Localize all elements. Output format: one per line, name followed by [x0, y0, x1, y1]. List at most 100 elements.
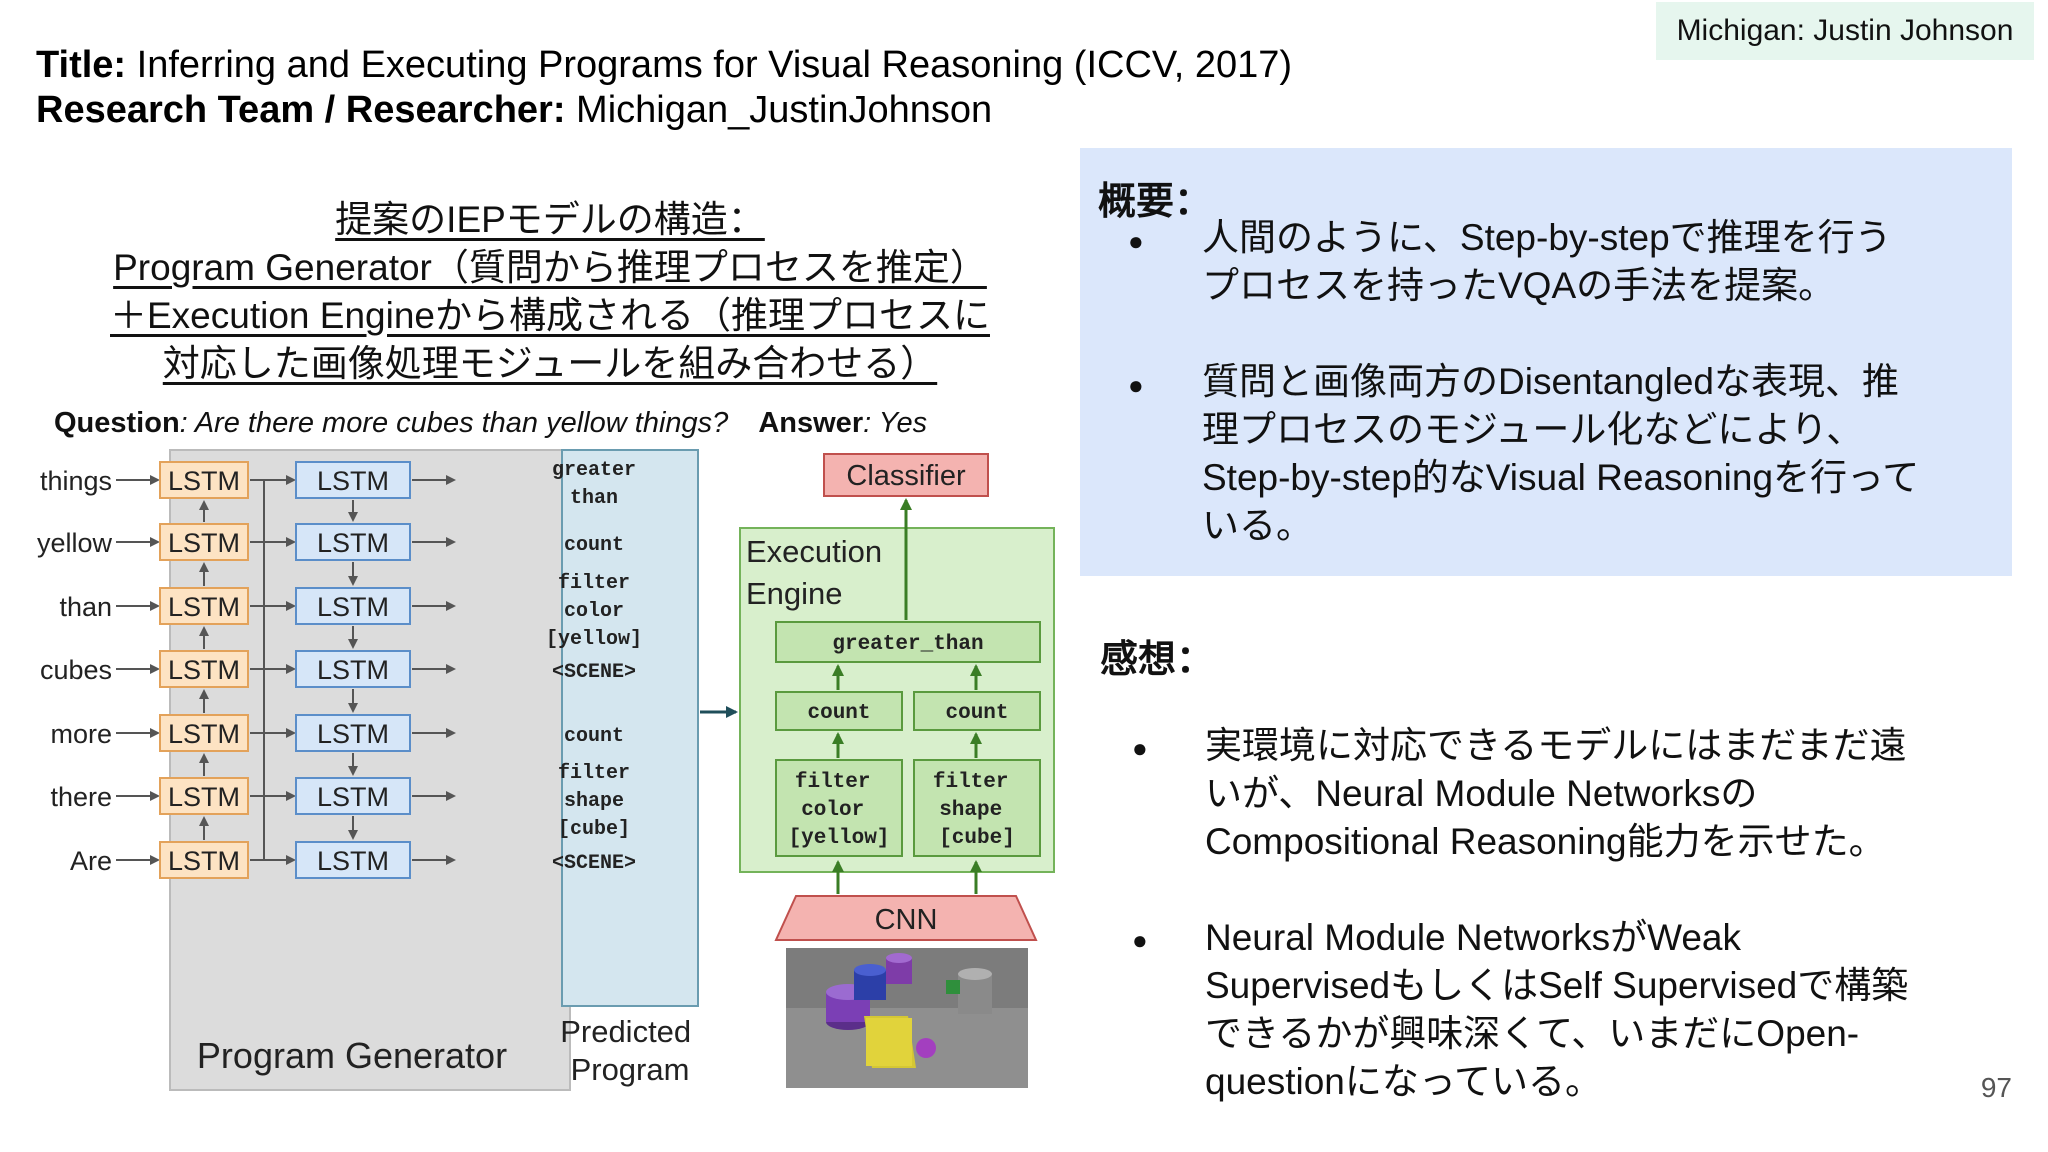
summary-title: 概要：	[1098, 181, 1213, 223]
filter-shape-module-label: filter shape [cube]	[933, 771, 1021, 850]
filter-color-line: color	[801, 799, 864, 822]
input-word: things	[40, 466, 112, 496]
count-module-right	[913, 691, 1041, 731]
execution-engine-line-2: Engine	[746, 576, 843, 611]
team-value: Michigan_JustinJohnson	[576, 89, 993, 131]
filter-shape-module	[913, 759, 1041, 857]
encoder-lstm-cell	[159, 777, 249, 815]
answer-text: : Yes	[863, 407, 927, 439]
caption-line: 対応した画像処理モジュールを組み合わせる）	[162, 343, 938, 384]
program-token: count	[564, 725, 624, 748]
program-token: <SCENE>	[552, 661, 636, 684]
predicted-program-line-2: Program	[571, 1052, 690, 1087]
encoder-lstm-label: LSTM	[168, 592, 240, 622]
title-label: Title:	[36, 44, 127, 86]
impressions-title: 感想：	[1100, 639, 1215, 681]
program-token: than	[570, 487, 618, 510]
decoder-lstm-cell	[295, 523, 411, 561]
filter-color-module-label: filter color [yellow]	[789, 771, 890, 850]
author-tag: Michigan: Justin Johnson	[1656, 2, 2034, 60]
count-module-left	[775, 691, 903, 731]
decoder-lstm-cell	[295, 650, 411, 688]
bullet-dot: ●	[1132, 925, 1148, 955]
execution-engine-label: Execution Engine	[746, 534, 891, 611]
team-line: Research Team / Researcher: Michigan_Jus…	[36, 89, 992, 132]
decoder-lstm-cell	[295, 714, 411, 752]
program-token: color	[564, 600, 624, 623]
encoder-lstm-cell	[159, 714, 249, 752]
title-line: Title: Inferring and Executing Programs …	[36, 44, 1292, 87]
classifier-label: Classifier	[846, 460, 966, 492]
decoder-lstm-label: LSTM	[317, 466, 389, 496]
caption-line: ＋Execution Engineから構成される（推理プロセスに	[110, 295, 990, 336]
summary-bullet-1: 人間のように、Step-by-stepで推理を行う プロセスを持ったVQAの手法…	[1202, 217, 1892, 306]
cnn-label: CNN	[875, 904, 938, 936]
filter-shape-line: [cube]	[939, 827, 1015, 850]
program-token: filter	[558, 572, 630, 595]
summary-panel: 概要： ● 人間のように、Step-by-stepで推理を行う プロセスを持った…	[1080, 148, 2012, 576]
decoder-lstm-label: LSTM	[317, 846, 389, 876]
program-token: filter	[558, 762, 630, 785]
question-text: : Are there more cubes than yellow thing…	[180, 407, 729, 439]
predicted-program-line-1: Predicted	[560, 1014, 691, 1049]
bullet-dot: ●	[1132, 733, 1148, 763]
encoder-lstm-cell	[159, 841, 249, 879]
input-word: there	[50, 782, 112, 812]
answer-label: Answer	[758, 407, 863, 439]
count-module-label: count	[807, 702, 870, 725]
figure-caption: 提案のIEPモデルの構造： Program Generator（質問から推理プロ…	[60, 196, 1040, 388]
input-word: cubes	[40, 655, 112, 685]
team-label: Research Team / Researcher:	[36, 89, 566, 131]
impressions-bullet-2: Neural Module NetworksがWeak Supervisedもし…	[1205, 917, 1909, 1102]
predicted-program-box	[561, 449, 699, 1007]
svg-text:Question: Are there more cubes: Question: Are there more cubes than yell…	[54, 407, 927, 439]
impressions-bullet-1: 実環境に対応できるモデルにはまだまだ遠 いが、Neural Module Net…	[1205, 725, 1907, 862]
greater-than-module	[775, 621, 1041, 663]
filter-color-line: filter	[795, 771, 871, 794]
classifier-box	[823, 453, 989, 497]
cnn-block	[774, 895, 1038, 941]
filter-shape-line: filter	[933, 771, 1009, 794]
program-token: shape	[564, 790, 624, 813]
encoder-lstm-cell	[159, 461, 249, 499]
caption-line: Program Generator（質問から推理プロセスを推定）	[113, 247, 987, 288]
filter-shape-line: shape	[939, 799, 1002, 822]
execution-engine-line-1: Execution	[746, 534, 882, 569]
encoder-lstm-label: LSTM	[168, 719, 240, 749]
decoder-lstm-label: LSTM	[317, 528, 389, 558]
decoder-lstm-cell	[295, 777, 411, 815]
decoder-lstm-cell	[295, 461, 411, 499]
encoder-lstm-cell	[159, 587, 249, 625]
program-token: [yellow]	[546, 628, 642, 651]
program-token: count	[564, 534, 624, 557]
bullet-dot: ●	[1128, 226, 1144, 256]
program-generator-label: Program Generator	[197, 1035, 507, 1076]
iep-architecture-figure: Question: Are there more cubes than yell…	[37, 407, 1055, 1091]
program-token: <SCENE>	[552, 852, 636, 875]
decoder-lstm-cell	[295, 587, 411, 625]
question-label: Question	[54, 407, 180, 439]
decoder-lstm-label: LSTM	[317, 719, 389, 749]
encoder-lstm-cell	[159, 650, 249, 688]
decoder-lstm-cell	[295, 841, 411, 879]
encoder-lstm-label: LSTM	[168, 846, 240, 876]
input-word: more	[50, 719, 112, 749]
encoder-lstm-cell	[159, 523, 249, 561]
decoder-lstm-label: LSTM	[317, 655, 389, 685]
count-module-label: count	[945, 702, 1008, 725]
decoder-lstm-label: LSTM	[317, 782, 389, 812]
encoder-lstm-label: LSTM	[168, 528, 240, 558]
filter-color-module	[775, 759, 903, 857]
input-word: Are	[70, 846, 112, 876]
decoder-lstm-label: LSTM	[317, 592, 389, 622]
encoder-lstm-label: LSTM	[168, 782, 240, 812]
page-number: 97	[1980, 1072, 2012, 1103]
summary-bullet-2: 質問と画像両方のDisentangledな表現、推 理プロセスのモジュール化など…	[1202, 361, 1920, 546]
scene-image	[786, 948, 1028, 1088]
filter-color-line: [yellow]	[789, 827, 890, 850]
input-word: yellow	[37, 528, 113, 558]
program-token: [cube]	[558, 818, 630, 841]
predicted-program-label: Predicted Program	[560, 1014, 700, 1087]
encoder-lstm-label: LSTM	[168, 655, 240, 685]
greater-than-module-label: greater_than	[832, 633, 983, 656]
